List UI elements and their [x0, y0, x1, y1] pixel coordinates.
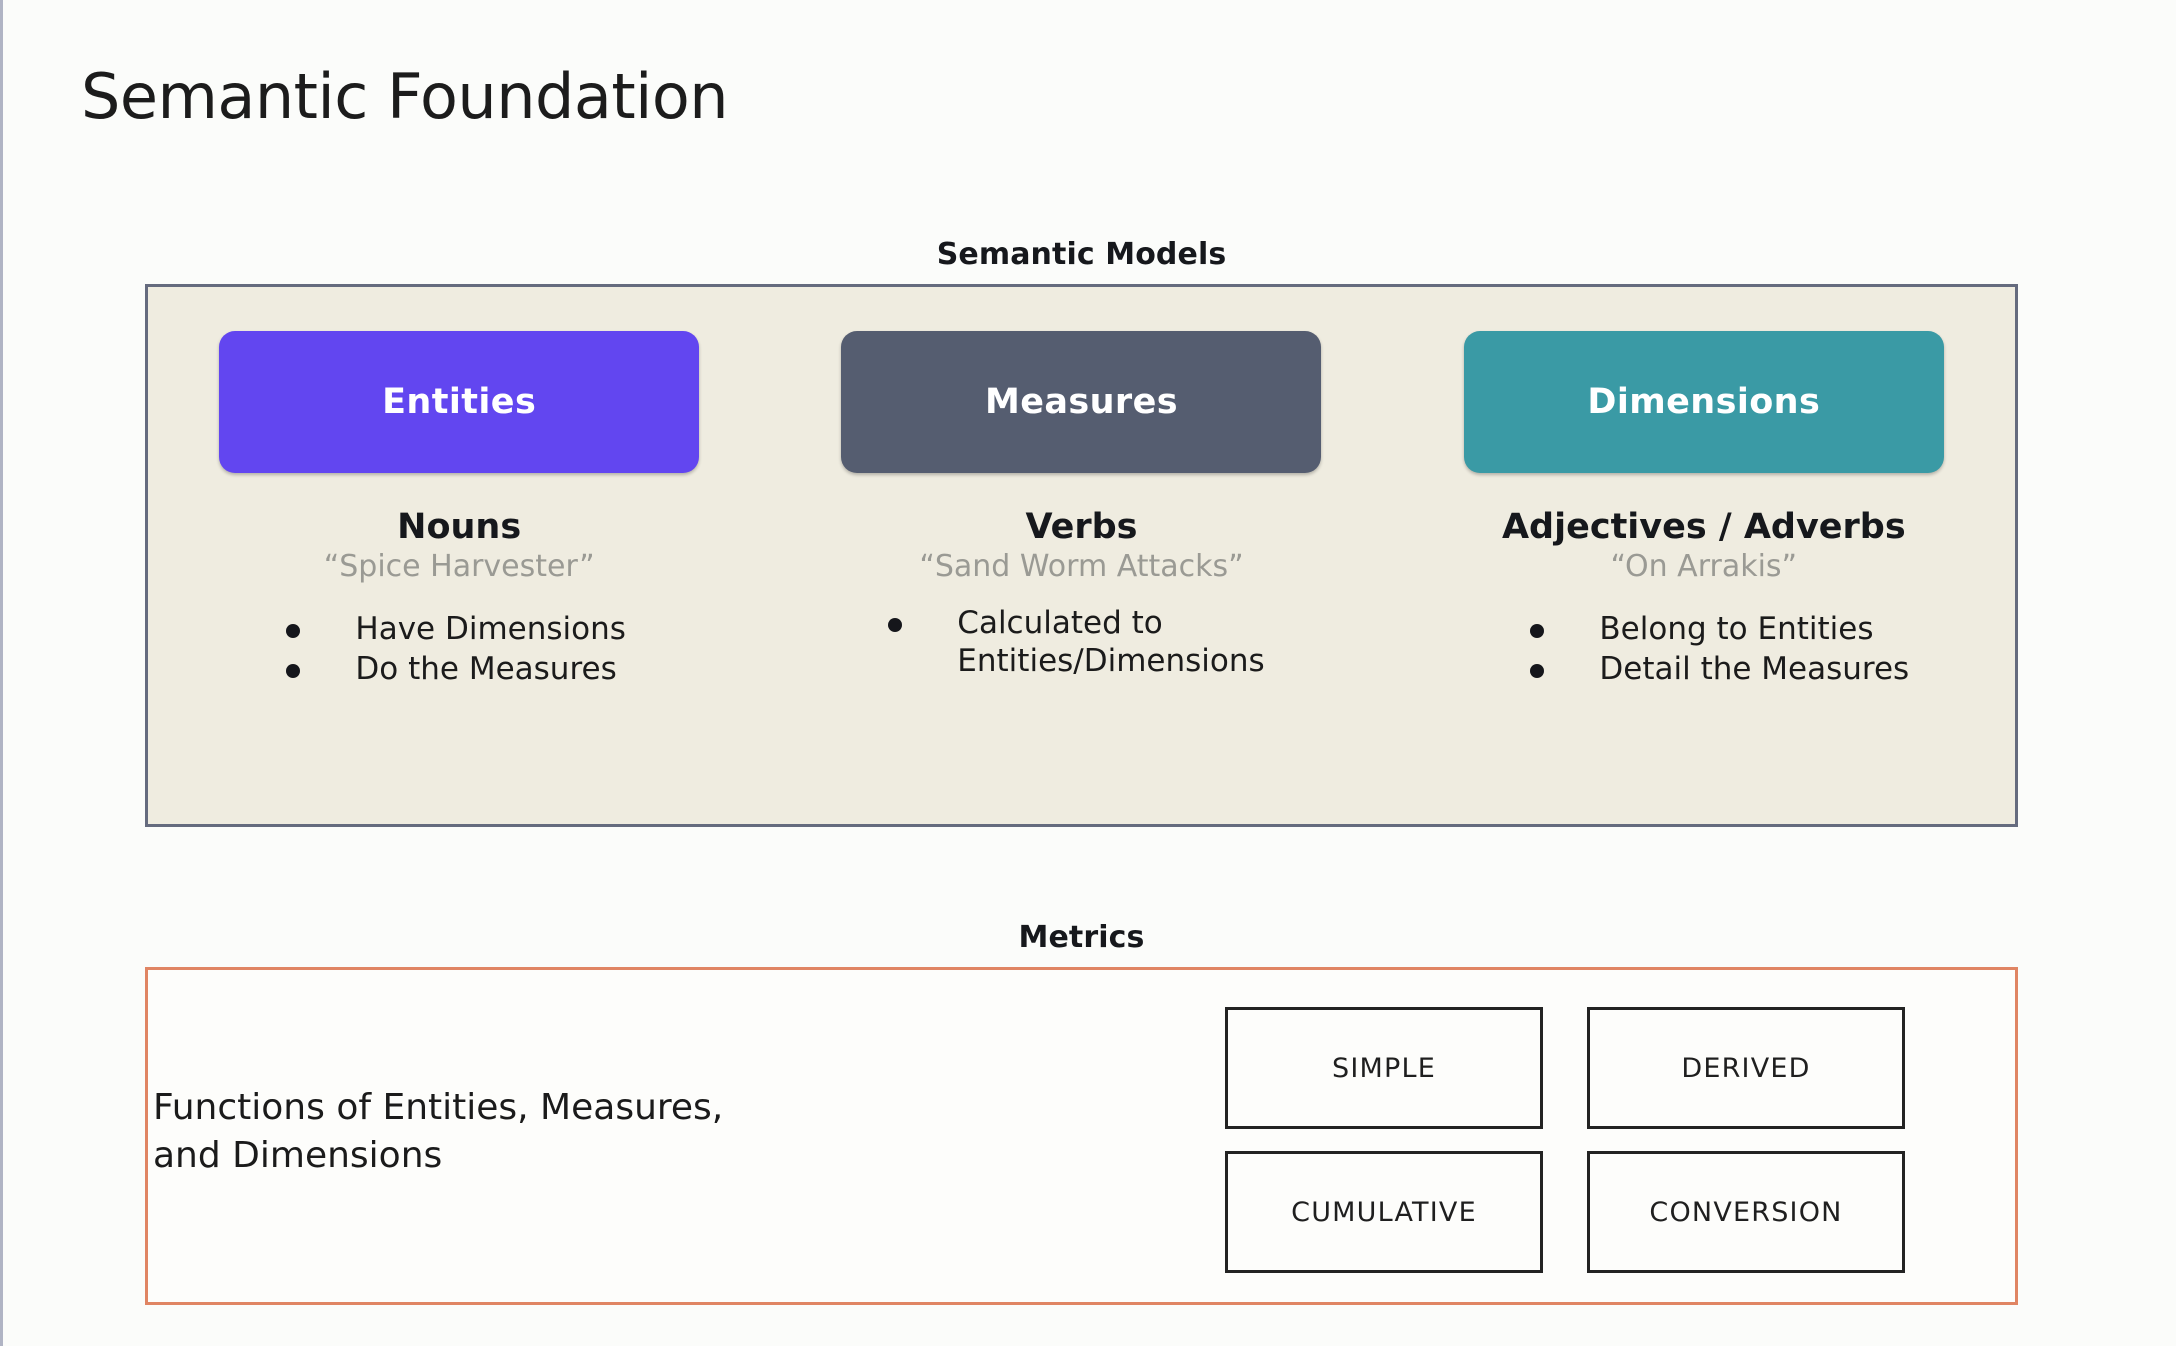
measures-part-of-speech: Verbs — [1025, 507, 1138, 547]
list-item-label: Calculated to Entities/Dimensions — [957, 604, 1265, 679]
list-item-label: Detail the Measures — [1599, 650, 1910, 687]
list-item-label: Have Dimensions — [355, 610, 626, 647]
bullet-dot-icon — [1530, 623, 1545, 638]
metric-type-cumulative[interactable]: CUMULATIVE — [1225, 1151, 1543, 1273]
measures-pill-label: Measures — [985, 382, 1178, 422]
list-item: Belong to Entities — [1530, 611, 1909, 649]
metric-type-cumulative-label: CUMULATIVE — [1291, 1196, 1477, 1228]
entities-pill[interactable]: Entities — [219, 331, 700, 473]
dimensions-bullet-list: Belong to Entities Detail the Measures — [1530, 611, 1909, 691]
list-item: Do the Measures — [286, 651, 626, 689]
list-item: Calculated to Entities/Dimensions — [888, 604, 1265, 681]
semantic-models-heading: Semantic Models — [936, 237, 1227, 272]
entities-pill-label: Entities — [382, 382, 537, 422]
entities-bullet-list: Have Dimensions Do the Measures — [286, 611, 626, 691]
measures-bullet-list: Calculated to Entities/Dimensions — [888, 604, 1265, 683]
semantic-models-columns: Entities Nouns “Spice Harvester” Have Di… — [148, 287, 2015, 824]
bullet-dot-icon — [1530, 663, 1545, 678]
metric-type-derived-label: DERIVED — [1681, 1052, 1811, 1084]
semantic-column-measures: Measures Verbs “Sand Worm Attacks” Calcu… — [770, 287, 1392, 824]
metrics-heading: Metrics — [1018, 920, 1145, 955]
dimensions-pill[interactable]: Dimensions — [1463, 331, 1944, 473]
metric-type-derived[interactable]: DERIVED — [1587, 1007, 1905, 1129]
dimensions-example: “On Arrakis” — [1610, 548, 1798, 584]
measures-example: “Sand Worm Attacks” — [919, 548, 1244, 584]
metric-type-conversion[interactable]: CONVERSION — [1587, 1151, 1905, 1273]
metric-type-conversion-label: CONVERSION — [1649, 1196, 1843, 1228]
metrics-description: Functions of Entities, Measures, and Dim… — [153, 1087, 724, 1176]
list-item-label: Do the Measures — [355, 650, 617, 687]
semantic-column-entities: Entities Nouns “Spice Harvester” Have Di… — [148, 287, 770, 824]
page-title: Semantic Foundation — [81, 60, 729, 133]
bullet-dot-icon — [286, 623, 301, 638]
semantic-column-dimensions: Dimensions Adjectives / Adverbs “On Arra… — [1393, 287, 2015, 824]
entities-example: “Spice Harvester” — [323, 548, 595, 584]
bullet-dot-icon — [286, 663, 301, 678]
list-item-label: Belong to Entities — [1599, 610, 1874, 647]
dimensions-pill-label: Dimensions — [1587, 382, 1821, 422]
semantic-models-panel: Entities Nouns “Spice Harvester” Have Di… — [145, 284, 2018, 827]
list-item: Have Dimensions — [286, 611, 626, 649]
metric-type-simple-label: SIMPLE — [1332, 1052, 1436, 1084]
measures-pill[interactable]: Measures — [841, 331, 1322, 473]
bullet-dot-icon — [888, 617, 903, 632]
metric-type-simple[interactable]: SIMPLE — [1225, 1007, 1543, 1129]
entities-part-of-speech: Nouns — [397, 507, 522, 547]
metrics-type-grid: SIMPLE DERIVED CUMULATIVE CONVERSION — [1225, 1007, 1905, 1273]
list-item: Detail the Measures — [1530, 651, 1909, 689]
dimensions-part-of-speech: Adjectives / Adverbs — [1501, 507, 1906, 547]
